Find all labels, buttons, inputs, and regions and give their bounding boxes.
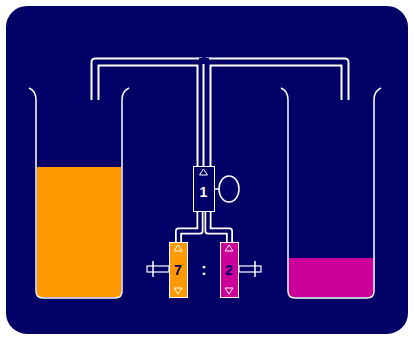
frame [5, 5, 409, 335]
tube [207, 62, 345, 168]
node-number: 1 [200, 185, 208, 199]
tube-inner [207, 62, 345, 168]
valve-handle [152, 261, 154, 277]
tube-joint [199, 58, 209, 64]
tube-inner [95, 62, 201, 168]
tube-wall [208, 212, 230, 242]
left-beaker [29, 88, 129, 298]
flow-arrow [200, 169, 208, 175]
pump-knob [219, 176, 239, 202]
feed-tube [208, 211, 230, 243]
flow-arrow [225, 245, 233, 251]
valve [147, 266, 169, 272]
feed-tube [179, 211, 201, 243]
tube-bore [179, 211, 201, 243]
node-number: 2 [225, 263, 233, 277]
valve [239, 266, 261, 272]
tube-bore [208, 211, 230, 243]
tube [95, 62, 201, 168]
tube-wall [179, 212, 201, 242]
dosing-box: 7 [169, 242, 188, 298]
right-beaker [281, 88, 381, 298]
pump-box: 1 [193, 166, 215, 212]
valve-handle [254, 261, 256, 277]
ratio-sign: : [201, 262, 206, 278]
magenta-liquid [289, 258, 373, 297]
flow-arrow [225, 288, 233, 294]
dosing-box: 2 [220, 242, 239, 298]
orange-liquid [37, 167, 121, 297]
flow-arrow [174, 288, 182, 294]
flow-arrow [174, 245, 182, 251]
node-number: 7 [174, 263, 182, 277]
